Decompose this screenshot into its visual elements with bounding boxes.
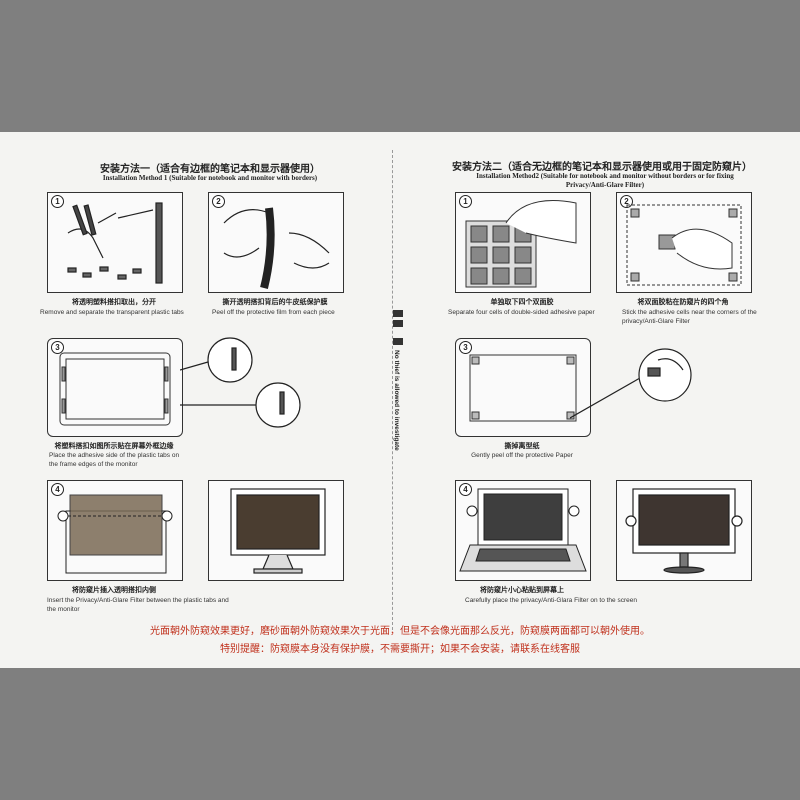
m2-step2-caption-en: Stick the adhesive cells near the corner… (622, 309, 757, 325)
step-number: 1 (51, 195, 64, 208)
note-line-1: 光面朝外防窥效果更好，磨砂面朝外防窥效果次于光面，但是不会像光面那么反光，防窥膜… (150, 626, 650, 637)
step-number: 3 (51, 341, 64, 354)
m2-step4-illustration: 4 (455, 480, 591, 581)
m1-step4-caption-en: Insert the Privacy/Anti-Glare Filter bet… (47, 597, 229, 613)
m1-step3-detail-circles (180, 337, 301, 428)
method1-title-en: Installation Method 1 (Suitable for note… (102, 174, 318, 182)
m1-step1-caption-en: Remove and separate the transparent plas… (40, 309, 184, 316)
m1-step4-caption-cn: 将防窥片插入透明搭扣内侧 (72, 587, 156, 594)
method2-title-en: Installation Method2 (Suitable for noteb… (476, 172, 734, 189)
m2-step2-caption-cn: 将双面胶粘在防窥片的四个角 (637, 299, 729, 306)
m2-step2-illustration: 2 (616, 192, 752, 293)
m1-step1-caption-cn: 将透明塑料搭扣取出，分开 (72, 299, 156, 306)
m2-step3-illustration: 3 (455, 338, 591, 437)
m1-monitor-illustration (208, 480, 344, 581)
step-number: 2 (212, 195, 225, 208)
m2-monitor-illustration (616, 480, 752, 581)
m2-step1-caption-cn: 单独取下四个双面胶 (490, 299, 554, 306)
center-mark (393, 310, 403, 317)
step-number: 4 (459, 483, 472, 496)
center-mark (393, 320, 403, 327)
m1-step3-caption-cn: 将塑料搭扣如图所示贴在屏幕外框边缘 (54, 443, 174, 450)
m1-step3-caption-en: Place the adhesive side of the plastic t… (49, 452, 180, 468)
center-divider (392, 150, 393, 630)
step-number: 4 (51, 483, 64, 496)
m2-step1-caption-en: Separate four cells of double-sided adhe… (448, 309, 595, 316)
m1-step3-illustration: 3 (47, 338, 183, 437)
m2-step3-caption-cn: 撕掉离型纸 (504, 443, 540, 450)
m2-step3-caption-en: Gently peel off the protective Paper (471, 452, 573, 459)
step-number: 1 (459, 195, 472, 208)
m2-step4-caption-cn: 将防窥片小心粘贴到屏幕上 (480, 587, 564, 594)
method1-title-cn: 安装方法一（适合有边框的笔记本和显示器使用） (100, 164, 320, 175)
m1-step2-illustration: 2 (208, 192, 344, 293)
m2-step1-illustration: 1 (455, 192, 591, 293)
m1-step1-illustration: 1 (47, 192, 183, 293)
m1-step2-caption-cn: 撕开透明搭扣背后的牛皮纸保护膜 (222, 299, 328, 306)
center-note: No thief is allowed to investigate (393, 350, 400, 451)
note-line-2: 特别提醒：防窥膜本身没有保护膜，不需要撕开；如果不会安装，请联系在线客服 (220, 644, 580, 655)
center-mark (393, 338, 403, 345)
m1-step4-illustration: 4 (47, 480, 183, 581)
step-number: 3 (459, 341, 472, 354)
method2-title-cn: 安装方法二（适合无边框的笔记本和显示器使用或用于固定防窥片） (452, 162, 752, 173)
m2-step3-detail-circle (570, 348, 692, 419)
m2-step4-caption-en: Carefully place the privacy/Anti-Glara F… (465, 597, 637, 604)
m1-step2-caption-en: Peel off the protective film from each p… (212, 309, 335, 316)
